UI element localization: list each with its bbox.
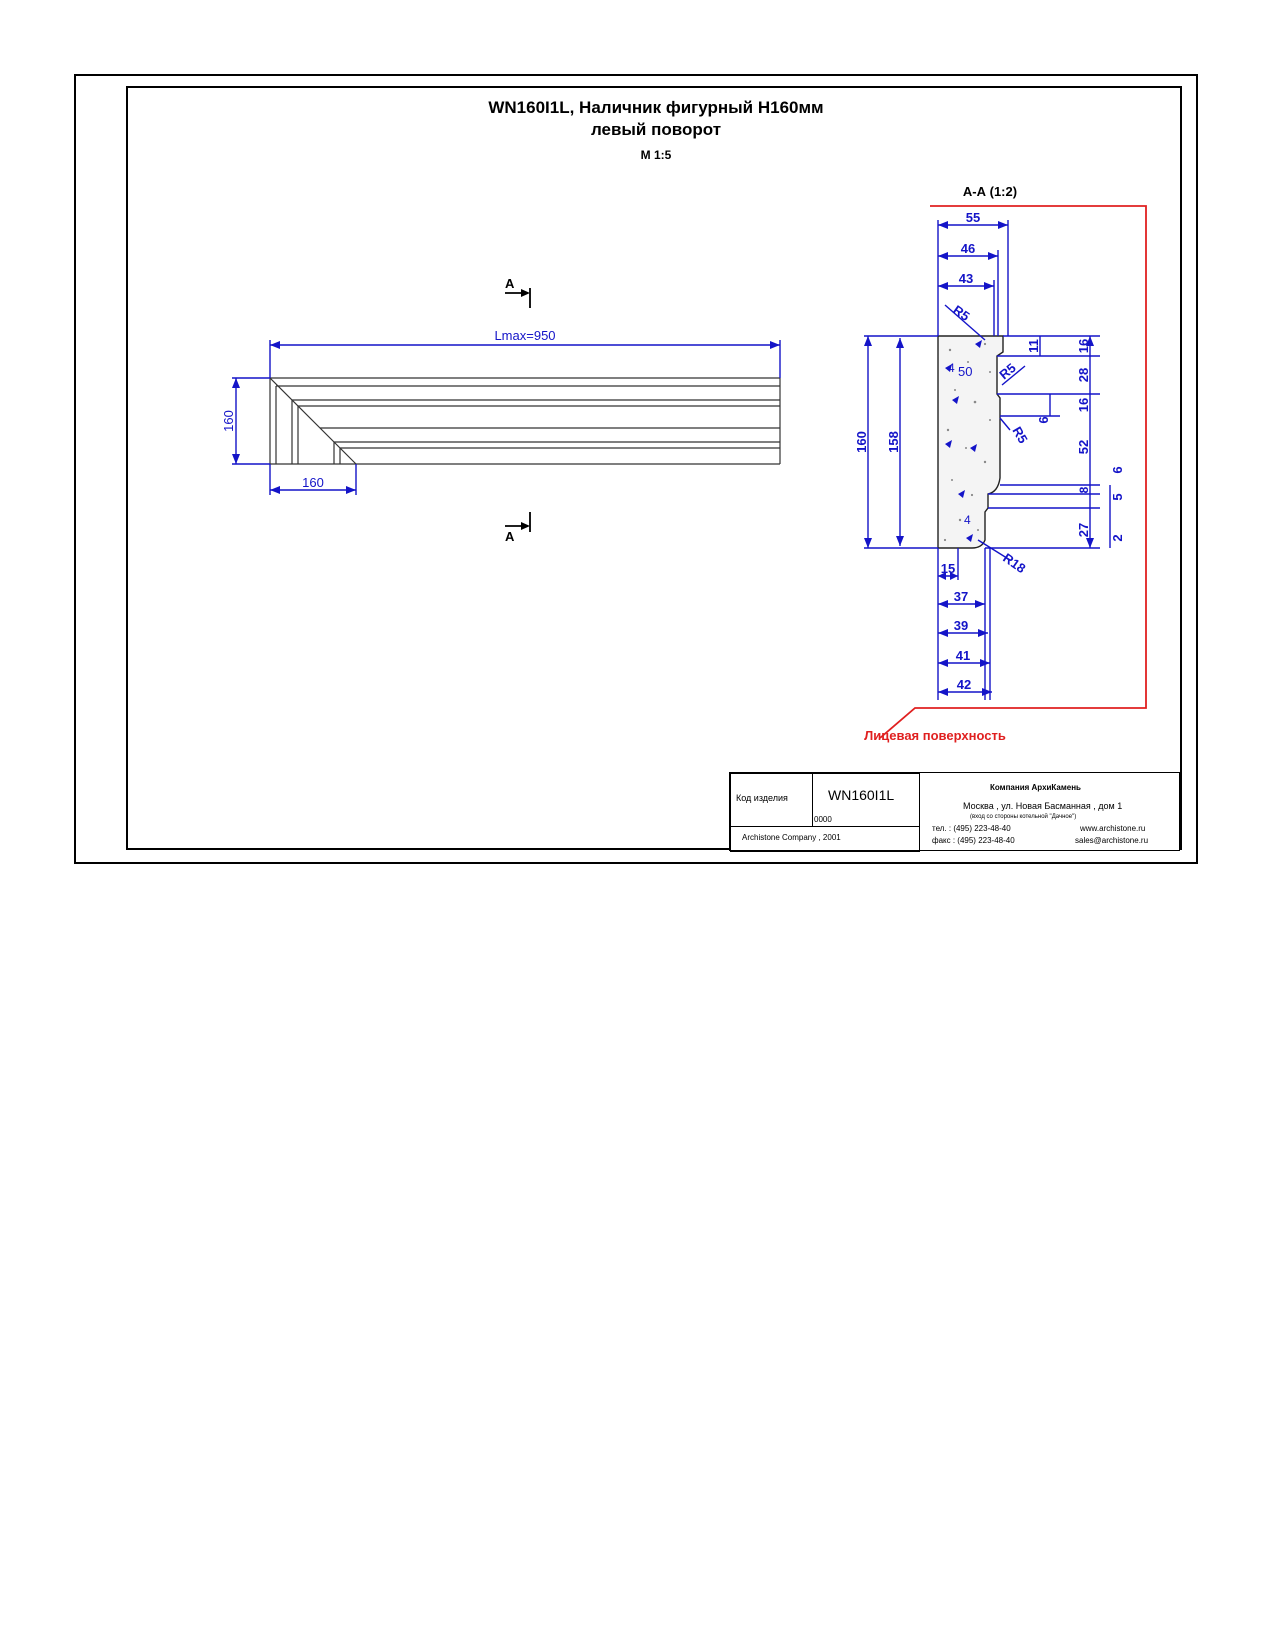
drawing-subtitle: левый поворот xyxy=(590,120,722,139)
dim-top-46: 46 xyxy=(961,241,975,256)
company-name: Компания АрхиКамень xyxy=(990,783,1081,792)
dim-right-6a: 6 xyxy=(1036,416,1051,423)
copyright-cell xyxy=(730,826,920,852)
plan-dimensions xyxy=(232,340,781,495)
face-surface-line xyxy=(879,205,1147,739)
height-label: 160 xyxy=(221,410,236,432)
radius-label-4: R18 xyxy=(1000,550,1028,576)
inner-label-1: 4 xyxy=(948,361,955,375)
face-surface-label: Лицевая поверхность xyxy=(864,728,1006,743)
dim-right-6b: 6 xyxy=(1110,466,1125,473)
radius-label-2: R5 xyxy=(996,360,1018,382)
email-link[interactable]: sales@archistone.ru xyxy=(1075,836,1149,845)
dim-right-5: 5 xyxy=(1110,493,1125,500)
dim-right-27: 27 xyxy=(1076,523,1091,537)
plan-view: Lmax=950 160 160 A A xyxy=(221,276,781,544)
section-dim-arrows xyxy=(864,221,1094,696)
company-address: Москва , ул. Новая Басманная , дом 1 xyxy=(963,801,1123,811)
dim-right-52: 52 xyxy=(1076,440,1091,454)
dim-top-43: 43 xyxy=(959,271,973,286)
section-view: А-А (1:2) Лицевая поверхность 4 50 4 xyxy=(854,184,1147,743)
plan-outline xyxy=(269,377,781,465)
inner-label-3: 4 xyxy=(964,513,971,527)
inner-frame: WN160I1L, Наличник фигурный H160мм левый… xyxy=(126,86,1182,850)
section-cut-top xyxy=(505,288,531,308)
code-label: Код изделия xyxy=(736,793,788,803)
width-label: 160 xyxy=(302,475,324,490)
dim-bottom-42: 42 xyxy=(957,677,971,692)
section-arrow-top xyxy=(521,289,530,297)
section-dimensions xyxy=(864,220,1111,700)
dim-right-28: 28 xyxy=(1076,368,1091,382)
section-arrow-bottom xyxy=(521,522,530,530)
plan-arrows xyxy=(232,341,780,494)
address-note: (вход со стороны котельной "Дачное") xyxy=(970,814,1077,820)
dim-right-11: 11 xyxy=(1026,339,1041,353)
dim-right-16a: 16 xyxy=(1076,339,1091,353)
dim-top-55: 55 xyxy=(966,210,980,225)
radius-label-1: R5 xyxy=(950,302,972,324)
phone: тел. : (495) 223-48-40 xyxy=(932,824,1011,833)
dim-right-16b: 16 xyxy=(1076,398,1091,412)
code-number: 0000 xyxy=(814,815,832,824)
section-mark-bottom: A xyxy=(505,529,515,544)
dim-right-2: 2 xyxy=(1110,534,1125,541)
fax: факс : (495) 223-48-40 xyxy=(932,836,1015,845)
title-block: Код изделия WN160I1L 0000 Archistone Com… xyxy=(729,772,1180,852)
section-title: А-А (1:2) xyxy=(963,184,1017,199)
website-link[interactable]: www.archistone.ru xyxy=(1080,824,1146,833)
dim-right-8: 8 xyxy=(1077,486,1091,493)
length-label: Lmax=950 xyxy=(494,328,555,343)
code-value: WN160I1L xyxy=(828,787,895,803)
dim-bottom-39: 39 xyxy=(954,618,968,633)
dim-left-160: 160 xyxy=(854,431,869,453)
dim-bottom-37: 37 xyxy=(954,589,968,604)
profile-marks xyxy=(945,340,982,542)
inner-label-2: 50 xyxy=(958,364,972,379)
drawing-sheet xyxy=(74,74,1198,864)
dim-left-158: 158 xyxy=(886,431,901,453)
profile-hatch xyxy=(943,342,991,542)
dim-bottom-15: 15 xyxy=(941,561,955,576)
drawing-scale: М 1:5 xyxy=(640,148,672,162)
copyright: Archistone Company , 2001 xyxy=(742,833,841,842)
section-mark-top: A xyxy=(505,276,515,291)
drawing-area: WN160I1L, Наличник фигурный H160мм левый… xyxy=(74,74,1198,864)
drawing-title: WN160I1L, Наличник фигурный H160мм xyxy=(488,98,824,117)
radius-label-3: R5 xyxy=(1009,424,1030,446)
dim-bottom-41: 41 xyxy=(956,648,970,663)
